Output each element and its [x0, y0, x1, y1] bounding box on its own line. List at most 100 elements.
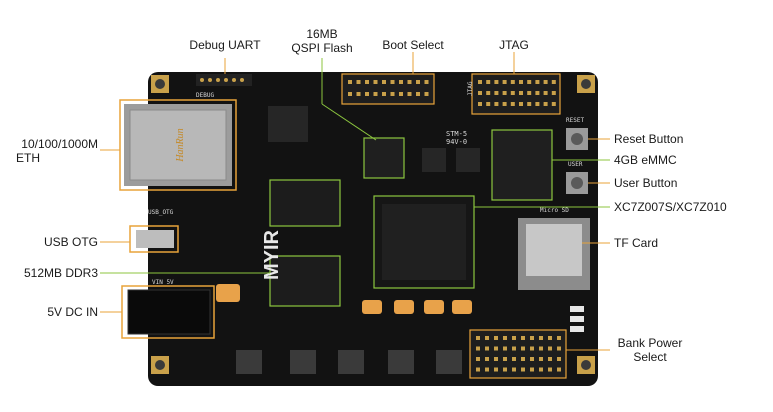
header-pin	[551, 91, 556, 95]
rating-silk: 94V-0	[446, 138, 467, 146]
small-ic-1	[422, 148, 446, 172]
header-pin	[510, 102, 515, 106]
header-pin	[535, 102, 540, 106]
usb-otg-silk: USB_OTG	[148, 209, 174, 216]
callout-boot-select: Boot Select	[382, 38, 444, 52]
header-pin	[535, 80, 540, 84]
header-pin	[548, 357, 552, 361]
debug-silk: DEBUG	[196, 92, 214, 99]
header-pin	[502, 91, 507, 95]
header-pin	[521, 357, 525, 361]
header-pin	[373, 92, 378, 96]
header-pin	[557, 346, 561, 351]
pcb-board	[148, 72, 598, 386]
leader-lines	[100, 52, 610, 351]
header-pin	[510, 80, 515, 84]
header-pin	[486, 102, 491, 106]
header-pin	[478, 102, 482, 106]
dc-jack: VIN 5V	[121, 279, 215, 339]
user-silk: USER	[568, 161, 583, 168]
header-pin	[512, 357, 516, 361]
header-pin	[382, 92, 386, 96]
callout-soc: XC7Z007S/XC7Z010	[614, 200, 727, 214]
header-pin	[356, 92, 361, 96]
header-pin	[399, 92, 403, 96]
header-pin	[557, 357, 561, 361]
header-pin	[530, 367, 534, 372]
header-pin	[512, 346, 516, 351]
header-pin	[390, 80, 395, 84]
callout-dc-in: 5V DC IN	[47, 305, 98, 319]
header-pin	[543, 91, 548, 95]
callout-bank-power: Bank Power Select	[610, 336, 690, 364]
header-pin	[476, 357, 480, 361]
boot-select-header	[341, 73, 435, 105]
header-pin	[494, 102, 499, 106]
callout-ddr3: 512MB DDR3	[23, 266, 98, 280]
header-pin	[543, 102, 548, 106]
capacitors	[216, 284, 472, 314]
eth-phy-chip	[268, 106, 308, 142]
header-pin	[503, 346, 507, 351]
callout-tf-card: TF Card	[614, 236, 659, 250]
user-button-graphic: USER	[566, 161, 588, 194]
header-pin	[539, 346, 543, 351]
status-leds	[570, 306, 584, 332]
header-pin	[548, 367, 552, 372]
header-pin	[557, 336, 561, 340]
header-pin	[485, 367, 489, 372]
header-pin	[521, 367, 525, 372]
header-pin	[407, 80, 412, 84]
ethernet-jack: HanRun	[119, 99, 237, 191]
header-pin	[519, 91, 523, 95]
header-pin	[539, 367, 543, 372]
header-pin	[521, 336, 525, 340]
header-pin	[373, 80, 378, 84]
header-pin	[390, 92, 395, 96]
header-pin	[512, 336, 516, 340]
header-pins	[348, 80, 561, 372]
header-pin	[535, 91, 540, 95]
rj45-brand-text: HanRun	[175, 128, 186, 162]
debug-uart-header: DEBUG	[196, 74, 252, 99]
tf-card-slot: Micro SD	[518, 207, 590, 290]
ddr3-chip-bottom	[269, 255, 341, 307]
header-pin	[527, 80, 532, 84]
header-pin	[486, 80, 491, 84]
header-pin	[551, 80, 556, 84]
micro-sd-silk: Micro SD	[540, 207, 569, 214]
header-pin	[365, 92, 369, 96]
myir-logo: MYIR	[261, 229, 283, 280]
header-pin	[478, 80, 482, 84]
reset-button-graphic: RESET	[566, 117, 588, 150]
callout-user-button: User Button	[614, 176, 678, 190]
header-pin	[478, 91, 482, 95]
callout-jtag: JTAG	[499, 38, 529, 52]
header-pin	[494, 357, 498, 361]
ddr3-chip-top	[269, 179, 341, 227]
header-pin	[348, 92, 352, 96]
callout-usb-otg: USB OTG	[43, 235, 98, 249]
header-pin	[476, 367, 480, 372]
header-pin	[530, 346, 534, 351]
usb-otg-port: USB_OTG	[129, 209, 179, 253]
header-pin	[416, 92, 420, 96]
header-pin	[521, 346, 525, 351]
callout-eth-line1: 10/100/1000M	[21, 137, 98, 151]
header-pin	[543, 80, 548, 84]
header-pin	[348, 80, 352, 84]
header-pin	[539, 357, 543, 361]
callout-ethernet: 10/100/1000M ETH	[8, 137, 98, 165]
header-pin	[416, 80, 420, 84]
vin-silk: VIN 5V	[152, 279, 174, 286]
header-pin	[551, 102, 556, 106]
header-pin	[486, 91, 491, 95]
small-ic-2	[456, 148, 480, 172]
header-pin	[502, 102, 507, 106]
jtag-silk: JTAG	[467, 81, 474, 96]
header-pin	[530, 357, 534, 361]
qspi-flash-chip	[363, 137, 405, 179]
callout-bank-line2: Select	[633, 350, 667, 364]
